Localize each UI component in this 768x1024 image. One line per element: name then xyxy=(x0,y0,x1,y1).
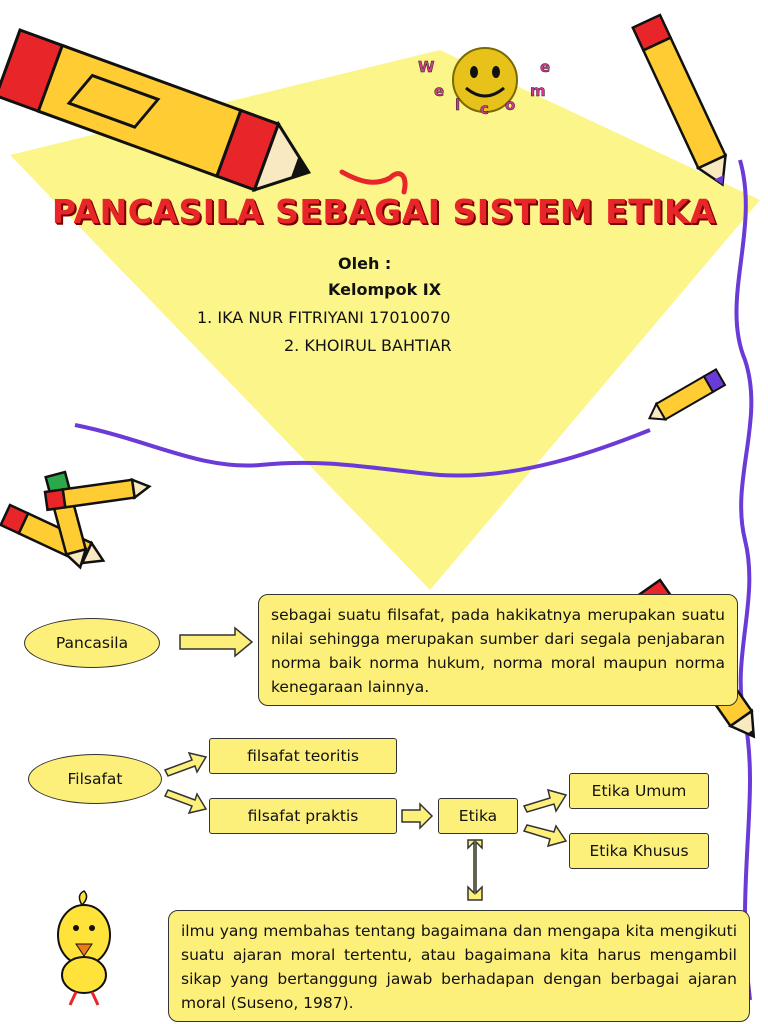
etika-definition-box: ilmu yang membahas tentang bagaimana dan… xyxy=(168,910,750,1022)
pancasila-definition-text: sebagai suatu filsafat, pada hakikatnya … xyxy=(271,606,725,696)
arrow-praktis-to-etika xyxy=(401,802,434,830)
credit-member-2: 2. KHOIRUL BAHTIAR xyxy=(284,336,452,355)
pencil-top-right-icon xyxy=(631,13,728,187)
filsafat-node: Filsafat xyxy=(28,754,162,804)
arrow-filsafat-to-praktis xyxy=(163,789,208,815)
purple-wave-right xyxy=(734,159,754,1001)
crossed-pencils-icon xyxy=(0,470,152,570)
credit-oleh: Oleh : xyxy=(338,254,392,273)
etika-definition-text: ilmu yang membahas tentang bagaimana dan… xyxy=(181,922,737,1012)
welcome-letter: l xyxy=(455,96,460,114)
arrow-filsafat-to-teoritis xyxy=(163,751,208,777)
filsafat-teoritis-label: filsafat teoritis xyxy=(247,747,359,765)
filsafat-teoritis-node: filsafat teoritis xyxy=(209,738,397,774)
welcome-letter: o xyxy=(505,96,515,114)
welcome-letter: e xyxy=(434,82,444,100)
etika-khusus-node: Etika Khusus xyxy=(569,833,709,869)
chick-icon xyxy=(57,890,111,1006)
welcome-letter: m xyxy=(530,82,546,100)
filsafat-praktis-label: filsafat praktis xyxy=(247,807,359,825)
welcome-letter: c xyxy=(480,100,489,118)
credit-member-1: 1. IKA NUR FITRIYANI 17010070 xyxy=(197,308,451,327)
smiley-face-icon xyxy=(452,47,518,113)
arrow-etika-to-def xyxy=(467,839,483,901)
pancasila-definition-box: sebagai suatu filsafat, pada hakikatnya … xyxy=(258,594,738,706)
arrow-etika-to-khusus xyxy=(522,824,568,848)
filsafat-praktis-node: filsafat praktis xyxy=(209,798,397,834)
filsafat-label: Filsafat xyxy=(67,770,123,788)
etika-umum-node: Etika Umum xyxy=(569,773,709,809)
pancasila-label: Pancasila xyxy=(55,634,129,652)
credit-kelompok: Kelompok IX xyxy=(328,280,442,299)
page-title: PANCASILA SEBAGAI SISTEM ETIKA xyxy=(51,192,717,231)
yellow-diamond-shape xyxy=(10,50,760,590)
welcome-letter: W xyxy=(418,58,435,76)
etika-label: Etika xyxy=(458,807,498,825)
arrow-pancasila-to-def xyxy=(179,626,254,658)
red-squiggle xyxy=(339,169,408,195)
purple-wave-line xyxy=(74,423,651,478)
big-pencil-icon xyxy=(0,28,312,193)
etika-umum-label: Etika Umum xyxy=(591,782,687,800)
arrow-etika-to-umum xyxy=(522,788,568,813)
welcome-letter: e xyxy=(540,58,550,76)
etika-khusus-label: Etika Khusus xyxy=(589,842,689,860)
pancasila-node: Pancasila xyxy=(24,618,160,668)
arrows xyxy=(163,626,568,901)
etika-node: Etika xyxy=(438,798,518,834)
small-pencil-icon xyxy=(647,368,727,421)
